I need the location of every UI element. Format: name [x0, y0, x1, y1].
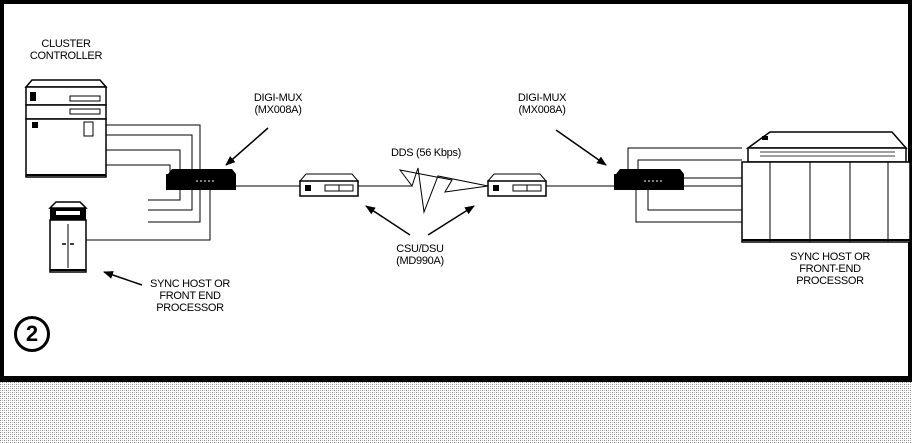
sync-host-right-label: SYNC HOST OR FRONT-END PROCESSOR — [780, 251, 880, 287]
sync-host-left-line1: SYNC HOST OR — [142, 278, 238, 290]
dds-label: DDS (56 Kbps) — [376, 147, 476, 159]
cluster-controller-label: CLUSTER CONTROLLER — [28, 38, 104, 62]
mainframe-host-icon — [742, 132, 910, 242]
figure-number-badge: 2 — [14, 316, 50, 352]
csu-dsu-line1: CSU/DSU — [382, 243, 458, 255]
digi-mux-left-icon — [166, 169, 236, 189]
csu-dsu-right-icon — [488, 174, 546, 196]
digi-mux-right-label: DIGI-MUX (MX008A) — [510, 92, 574, 116]
cluster-controller-line1: CLUSTER — [28, 38, 104, 50]
csu-dsu-line2: (MD990A) — [382, 255, 458, 267]
csu-dsu-left-icon — [300, 174, 358, 196]
sync-host-right-line3: PROCESSOR — [780, 275, 880, 287]
footer-band — [0, 382, 912, 443]
csu-dsu-label: CSU/DSU (MD990A) — [382, 243, 458, 267]
sync-host-right-line2: FRONT-END — [780, 263, 880, 275]
digi-mux-right-line2: (MX008A) — [510, 104, 574, 116]
sync-host-left-label: SYNC HOST OR FRONT END PROCESSOR — [142, 278, 238, 314]
cluster-controller-line2: CONTROLLER — [28, 50, 104, 62]
digi-mux-left-line2: (MX008A) — [246, 104, 310, 116]
digi-mux-right-line1: DIGI-MUX — [510, 92, 574, 104]
digi-mux-right-icon — [614, 169, 684, 189]
sync-host-left-line2: FRONT END — [142, 290, 238, 302]
sync-host-left-line3: PROCESSOR — [142, 302, 238, 314]
cluster-controller-icon — [26, 80, 106, 177]
sync-host-tower-icon — [50, 202, 86, 272]
digi-mux-left-label: DIGI-MUX (MX008A) — [246, 92, 310, 116]
sync-host-right-line1: SYNC HOST OR — [780, 251, 880, 263]
digi-mux-left-line1: DIGI-MUX — [246, 92, 310, 104]
